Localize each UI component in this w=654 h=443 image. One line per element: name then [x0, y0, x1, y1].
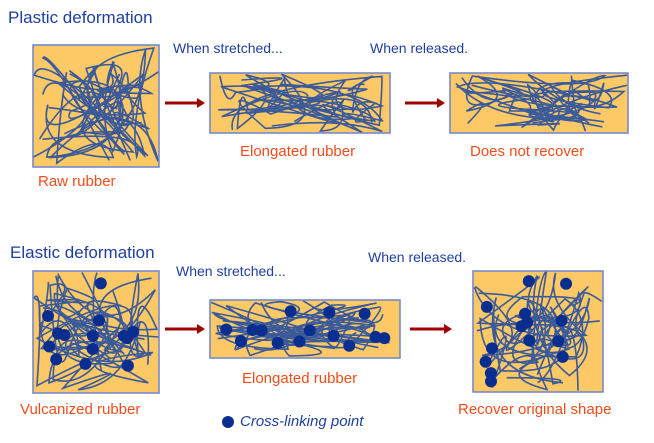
polymer-chain	[33, 277, 152, 388]
polymer-chain	[258, 301, 384, 357]
crosslink-point	[50, 353, 63, 366]
polymer-chain	[474, 285, 591, 391]
raw-rubber-chains	[33, 47, 159, 165]
plastic-elongated-label: Elongated rubber	[240, 143, 356, 160]
polymer-chain	[475, 276, 584, 358]
crosslink-point	[121, 359, 134, 372]
polymer-chain	[48, 272, 157, 385]
crosslink-point	[480, 300, 493, 313]
crosslink-point	[94, 277, 107, 290]
crosslink-point	[86, 329, 99, 342]
polymer-chain	[347, 75, 378, 123]
crosslink-point	[323, 306, 336, 319]
elastic-released-label: When released.	[368, 249, 467, 265]
polymer-chain	[473, 272, 588, 384]
polymer-chain	[35, 304, 154, 384]
polymer-chain	[219, 300, 380, 344]
polymer-chain	[221, 90, 345, 132]
polymer-chain	[534, 75, 603, 132]
plastic-result-label: Does not recover	[470, 143, 585, 160]
polymer-chain	[42, 47, 155, 161]
polymer-chain	[247, 301, 382, 350]
polymer-chain	[219, 74, 383, 131]
vulcanized-rubber-label: Vulcanized rubber	[20, 401, 141, 418]
crosslink-point	[86, 342, 99, 355]
crosslink-point	[293, 335, 306, 348]
crosslink-point	[343, 339, 356, 352]
raw-rubber-label: Raw rubber	[38, 173, 116, 190]
recovered-rubber-border	[472, 270, 604, 393]
crosslink-point	[479, 355, 492, 368]
crosslink-point	[378, 332, 391, 345]
polymer-chain	[464, 89, 590, 125]
elastic-elongated-label: Elongated rubber	[242, 370, 358, 387]
crosslink-point	[358, 307, 371, 320]
crosslink-legend-dot-icon	[222, 416, 234, 428]
crosslink-point	[327, 329, 340, 342]
plastic-stretched-label: When stretched...	[173, 40, 283, 56]
crosslink-point	[246, 324, 259, 337]
crosslink-point	[485, 342, 498, 355]
crosslink-point	[555, 314, 568, 327]
polymer-chain	[38, 272, 145, 363]
elastic-title: Elastic deformation	[10, 243, 155, 262]
polymer-chain	[218, 79, 385, 118]
elastic-stretched-label: When stretched...	[176, 263, 286, 279]
crosslink-point	[560, 277, 573, 290]
elastic-elongated-border	[209, 299, 401, 359]
crosslink-point	[220, 323, 233, 336]
crosslink-point	[484, 367, 497, 380]
vulcanized-rubber-border	[32, 270, 160, 394]
polymer-chain	[56, 61, 147, 154]
crosslink-point	[303, 324, 316, 337]
raw-rubber-border	[32, 44, 160, 168]
polymer-chain	[68, 66, 131, 161]
crosslink-point	[556, 350, 569, 363]
polymer-chain	[498, 73, 626, 115]
polymer-chain	[45, 72, 145, 165]
crosslink-point	[284, 305, 297, 318]
plastic-unrecovered-border	[449, 72, 629, 134]
crosslink-point	[255, 324, 268, 337]
elastic-arrow-2-head-icon	[444, 324, 452, 334]
crosslink-point	[42, 310, 55, 323]
elastic-arrow-1-head-icon	[197, 324, 205, 334]
crosslink-point	[234, 335, 247, 348]
polymer-chain	[210, 300, 376, 351]
elastic-result-label: Recover original shape	[458, 401, 612, 418]
plastic-elongated-chains	[218, 73, 385, 133]
plastic-title: Plastic deformation	[8, 8, 153, 27]
plastic-elongated-border	[209, 72, 391, 134]
polymer-chain	[38, 49, 159, 162]
polymer-chain	[271, 96, 383, 133]
crosslink-point	[523, 334, 536, 347]
crosslink-point	[127, 325, 140, 338]
polymer-chain	[33, 60, 159, 159]
polymer-chain	[465, 75, 554, 124]
crosslink-point	[522, 275, 535, 288]
polymer-chain	[471, 74, 628, 122]
crosslink-point	[43, 340, 56, 353]
plastic-arrow-2-head-icon	[437, 98, 445, 108]
crosslink-point	[271, 336, 284, 349]
crosslink-point	[92, 314, 105, 327]
crosslink-point	[79, 357, 92, 370]
plastic-unrecovered-chains	[455, 73, 628, 132]
crosslink-point	[58, 329, 71, 342]
plastic-released-label: When released.	[370, 40, 469, 56]
crosslink-point	[519, 307, 532, 320]
polymer-chain	[455, 82, 605, 123]
plastic-arrow-1-head-icon	[197, 98, 205, 108]
crosslink-legend-label: Cross-linking point	[240, 413, 364, 430]
crosslink-point	[552, 335, 565, 348]
